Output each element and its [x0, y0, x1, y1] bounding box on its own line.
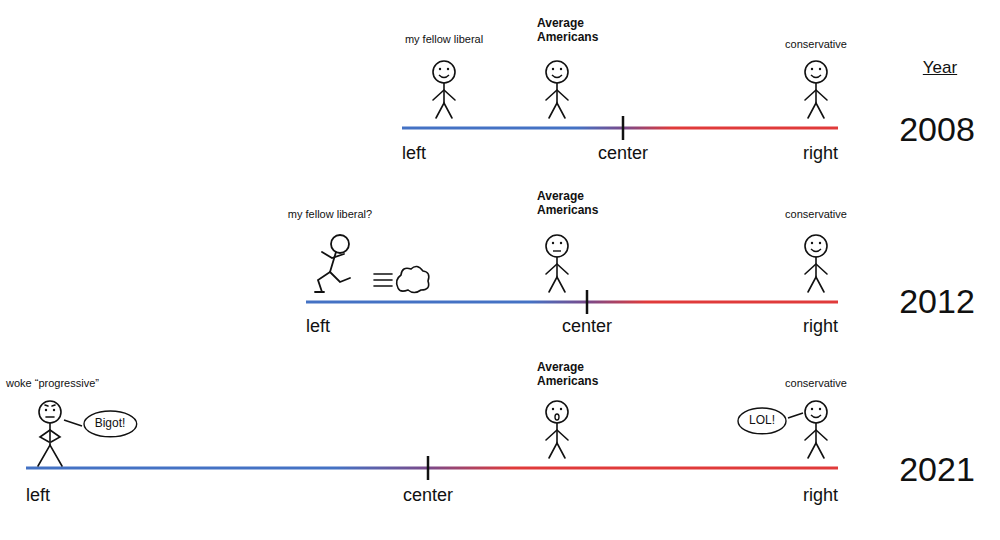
- text-label: center: [403, 485, 453, 506]
- axis-line: [306, 301, 838, 304]
- stick-figure: [546, 235, 568, 292]
- text-label: right: [803, 485, 838, 506]
- text-label: left: [402, 143, 426, 164]
- axis-line: [402, 127, 838, 130]
- stick-figure: [805, 235, 827, 292]
- year-label: 2008: [899, 110, 975, 149]
- axis-line: [26, 467, 838, 470]
- center-tick: [586, 290, 589, 314]
- text-label: my fellow liberal?: [288, 208, 372, 221]
- bubble-ellipse: [84, 411, 137, 437]
- stick-figure: [433, 61, 455, 118]
- bubble-tail: [788, 413, 803, 418]
- running-figure: [315, 235, 350, 292]
- text-label: left: [26, 485, 50, 506]
- dust-cloud: [374, 266, 429, 292]
- stick-figure: [38, 401, 62, 466]
- bubble-text: Bigot!: [95, 417, 126, 431]
- year-label: 2012: [899, 282, 975, 321]
- text-label: center: [598, 143, 648, 164]
- text-label: Average Americans: [537, 190, 609, 218]
- text-label: Average Americans: [537, 361, 609, 389]
- text-label: center: [562, 316, 612, 337]
- text-label: right: [803, 143, 838, 164]
- stick-figure: [546, 401, 568, 458]
- text-label: left: [306, 316, 330, 337]
- text-label: right: [803, 316, 838, 337]
- speech-bubble: Bigot!: [83, 410, 138, 438]
- bubble-text: LOL!: [749, 414, 775, 428]
- text-label: conservative: [785, 377, 847, 390]
- text-label: conservative: [785, 38, 847, 51]
- center-tick: [427, 456, 430, 480]
- speech-bubble: LOL!: [737, 407, 787, 435]
- bubble-tail: [64, 420, 82, 426]
- center-tick: [622, 116, 625, 140]
- text-label: Average Americans: [537, 17, 609, 45]
- stick-figure: [546, 61, 568, 118]
- text-label: conservative: [785, 208, 847, 221]
- bubble-ellipse: [738, 408, 786, 434]
- text-label: woke “progressive”: [6, 377, 99, 390]
- text-label: my fellow liberal: [405, 33, 483, 46]
- text-label: Year: [923, 58, 957, 78]
- stick-figure: [805, 61, 827, 118]
- year-label: 2021: [899, 450, 975, 489]
- stick-figure: [805, 401, 827, 458]
